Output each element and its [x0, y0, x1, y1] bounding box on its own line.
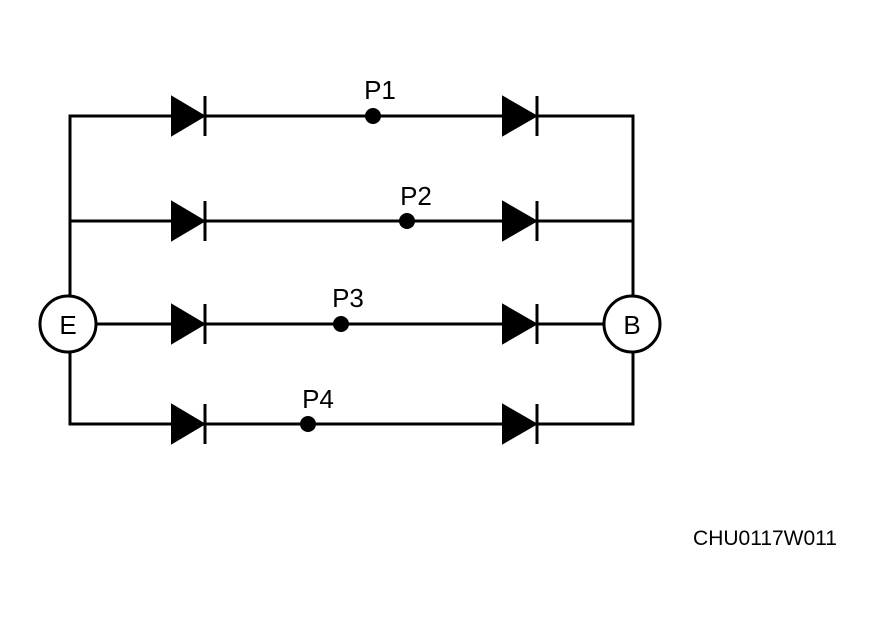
diode-icon: [171, 403, 207, 445]
terminal-b-circle: [602, 294, 662, 354]
diode-icon: [502, 403, 539, 445]
point-label-p3: P3: [332, 283, 364, 313]
diode-icon: [171, 200, 207, 242]
terminal-b-label: B: [623, 310, 640, 340]
figure-code: CHU0117W011: [693, 527, 837, 550]
branch-p4: P4: [68, 384, 635, 445]
diode-icon: [171, 303, 207, 345]
point-label-p1: P1: [364, 75, 396, 105]
branch-p2: P2: [68, 181, 635, 242]
terminal-e: E: [38, 294, 98, 354]
terminal-e-label: E: [59, 310, 76, 340]
node-p1-dot: [365, 108, 381, 124]
point-label-p2: P2: [400, 181, 432, 211]
diode-icon: [171, 95, 207, 137]
point-label-p4: P4: [302, 384, 334, 414]
diode-icon: [502, 200, 539, 242]
terminal-b: B: [602, 294, 662, 354]
terminal-e-circle: [38, 294, 98, 354]
node-p4-dot: [300, 416, 316, 432]
node-p3-dot: [333, 316, 349, 332]
diode-icon: [502, 95, 539, 137]
branch-p3: P3: [96, 283, 607, 345]
branch-p1: P1: [68, 75, 635, 137]
node-p2-dot: [399, 213, 415, 229]
diode-icon: [502, 303, 539, 345]
